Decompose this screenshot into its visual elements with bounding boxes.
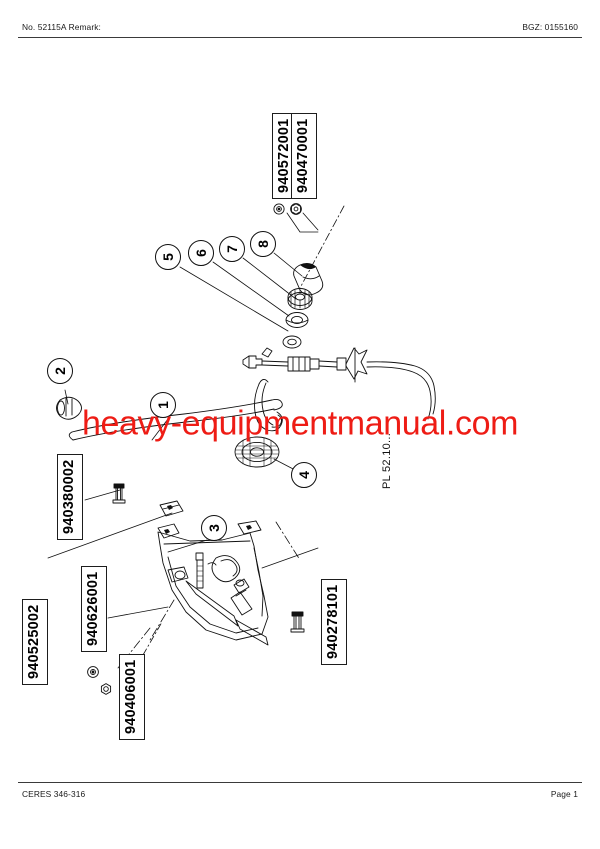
part-mounting-bracket — [157, 500, 269, 646]
leader-lines-left — [47, 489, 319, 656]
footer-divider — [18, 782, 582, 783]
leader-lines-top — [286, 212, 319, 233]
callout-6: 6 — [188, 240, 214, 266]
control-cable-assembly — [242, 347, 436, 420]
part-drum-pulley — [234, 436, 280, 468]
part-bushing-small — [56, 396, 82, 420]
callout-6-label: 6 — [192, 249, 209, 257]
alignment-center-lines — [117, 521, 301, 669]
callout-3-label: 3 — [205, 524, 222, 532]
part-hex-bolt-lower — [290, 611, 305, 633]
callout-7: 7 — [219, 236, 245, 262]
part-knurled-knob — [287, 288, 313, 310]
washer-icon-a — [273, 203, 285, 215]
bgz-number-label: BGZ: 0155160 — [522, 22, 578, 32]
part-number-940380002: 940380002 — [57, 453, 83, 540]
part-washer-large — [285, 312, 309, 328]
part-number-940626001: 940626001 — [81, 565, 107, 652]
document-number-label: No. 52115A Remark: — [22, 22, 101, 32]
callout-2-label: 2 — [51, 367, 68, 375]
part-sleeve-bushing — [293, 262, 324, 296]
callout-8: 8 — [250, 231, 276, 257]
plate-reference-note: PL 52.10... — [381, 432, 393, 489]
callout-3: 3 — [201, 515, 227, 541]
callout-1: 1 — [150, 392, 176, 418]
part-number-940406001: 940406001 — [119, 653, 145, 740]
callout-4-label: 4 — [295, 471, 312, 479]
part-hex-bolt-upper — [112, 483, 126, 504]
washer-icon-c — [87, 666, 99, 678]
callout-8-label: 8 — [254, 240, 271, 248]
part-operating-lever — [68, 398, 283, 441]
callout-4: 4 — [291, 462, 317, 488]
callout-1-label: 1 — [154, 401, 171, 409]
page-number-label: Page 1 — [550, 789, 578, 799]
callout-5-label: 5 — [159, 253, 176, 261]
callout-7-label: 7 — [223, 245, 240, 253]
part-ring-small — [282, 335, 302, 349]
washer-icon-b — [290, 203, 302, 215]
leader-lines-callouts-5678 — [179, 252, 303, 332]
callout-2: 2 — [47, 358, 73, 384]
header-divider — [18, 37, 582, 38]
callout-5: 5 — [155, 244, 181, 270]
part-number-940525002: 940525002 — [22, 598, 48, 685]
hex-nut-icon — [100, 683, 112, 695]
part-number-940470001: 940470001 — [291, 112, 317, 199]
part-curved-arm — [254, 379, 283, 432]
part-number-940278101: 940278101 — [321, 578, 347, 665]
model-code-label: CERES 346-316 — [22, 789, 86, 799]
center-line-upper — [299, 205, 345, 289]
